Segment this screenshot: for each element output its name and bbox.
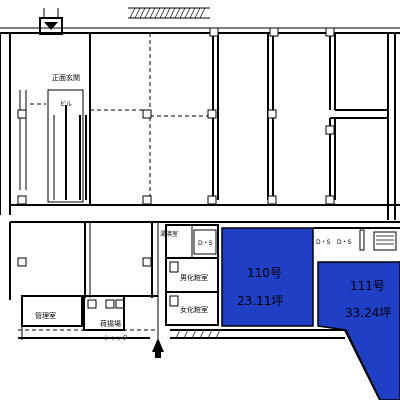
column: [325, 27, 335, 37]
column: [142, 109, 152, 119]
building-label: ビル: [60, 100, 72, 108]
outer-walls: [0, 33, 396, 220]
unit-111-shape[interactable]: [317, 261, 400, 400]
unit-110[interactable]: 110号 23.11坪: [221, 227, 314, 327]
north-entrance-arrow-icon: [44, 22, 58, 30]
management-office-label: 管理室: [35, 311, 56, 320]
column: [142, 195, 152, 205]
loading-area: 荷揚場: [83, 295, 125, 331]
ds-right-2-label: D・S: [337, 239, 352, 246]
middle-office: [212, 33, 274, 200]
entrance-arrow-icon: [152, 338, 164, 358]
column: [17, 257, 27, 267]
ds-right-1-label: D・S: [316, 239, 331, 246]
water-heater-label: 湯沸室: [160, 230, 178, 238]
womens-restroom-label: 女化粧室: [180, 305, 208, 314]
unit-110-name: 110号: [247, 266, 282, 280]
unit-111-name: 111号: [350, 279, 385, 293]
bottom-hatching: [170, 329, 345, 339]
ds-left-label: D・S: [198, 240, 213, 247]
column: [17, 195, 27, 205]
right-office: [329, 33, 388, 200]
service-core: 湯沸室 D・S 男化粧室 女化粧室: [160, 224, 219, 326]
column: [325, 195, 335, 205]
column: [325, 125, 335, 135]
column: [17, 109, 27, 119]
column: [267, 109, 277, 119]
right-service-area: D・S D・S: [313, 227, 400, 251]
unit-111[interactable]: 111号 33.24坪: [317, 261, 400, 400]
column: [207, 109, 217, 119]
columns: [17, 27, 335, 267]
main-entrance-label: 正面玄関: [52, 73, 80, 82]
loading-area-label: 荷揚場: [100, 319, 121, 328]
column: [207, 195, 217, 205]
left-office: [89, 33, 212, 205]
management-office: 管理室: [21, 295, 83, 327]
column: [269, 27, 279, 37]
corridor: [10, 204, 400, 223]
unit-110-area: 23.11坪: [237, 294, 283, 308]
north-entrance: [39, 8, 63, 35]
column: [142, 257, 152, 267]
column: [209, 27, 219, 37]
unit-110-shape[interactable]: [221, 227, 314, 327]
top-exterior-hatching: [0, 7, 400, 34]
unit-111-area: 33.24坪: [345, 306, 391, 320]
main-entrance-hall: 正面玄関 ビル: [19, 73, 87, 203]
diagonal-wall: [344, 329, 381, 400]
column: [267, 195, 277, 205]
mens-restroom-label: 男化粧室: [180, 273, 208, 282]
